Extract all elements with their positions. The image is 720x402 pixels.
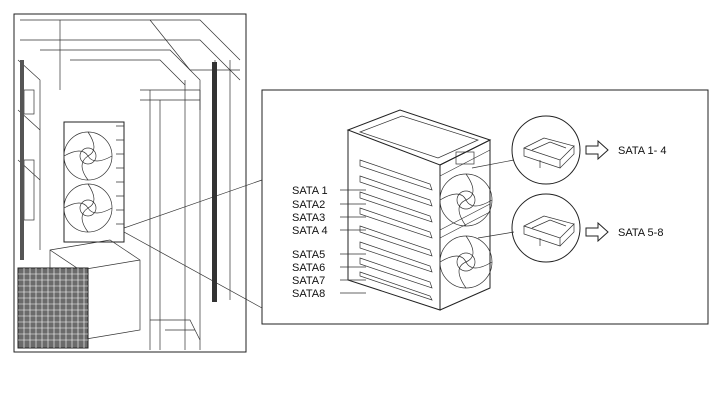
drive-slots [359, 159, 433, 301]
leader-lines [340, 189, 366, 294]
drive-cage-detail [346, 109, 493, 311]
magnifier-bottom [477, 193, 581, 263]
sata-label: SATA 1 [292, 185, 328, 197]
zoom-line-top [123, 179, 263, 229]
sata-label-list: SATA 1 SATA2 SATA3 SATA 4 SATA5 SATA6 SA… [292, 185, 328, 300]
sata-label: SATA3 [292, 212, 325, 224]
sata-label: SATA7 [292, 275, 325, 287]
arrow-right-icon [585, 139, 609, 161]
sata-label: SATA2 [292, 199, 325, 211]
small-drive-cage [63, 121, 125, 243]
case-interior-panel [13, 13, 247, 353]
detail-panel: SATA 1 SATA2 SATA3 SATA 4 SATA5 SATA6 SA… [261, 89, 709, 325]
fan-top [439, 173, 493, 227]
zoom-line-bottom [123, 231, 263, 309]
sata-label: SATA8 [292, 288, 325, 300]
magnifier-top [471, 115, 581, 185]
sata-label: SATA 4 [292, 225, 328, 237]
mesh-grille [17, 267, 89, 349]
fan-bottom [439, 235, 493, 289]
arrow-right-icon [585, 221, 609, 243]
sata-label: SATA5 [292, 249, 325, 261]
callout-sata-5-8: SATA 5-8 [618, 227, 663, 239]
callout-sata-1-4: SATA 1- 4 [618, 145, 667, 157]
sata-label: SATA6 [292, 262, 325, 274]
